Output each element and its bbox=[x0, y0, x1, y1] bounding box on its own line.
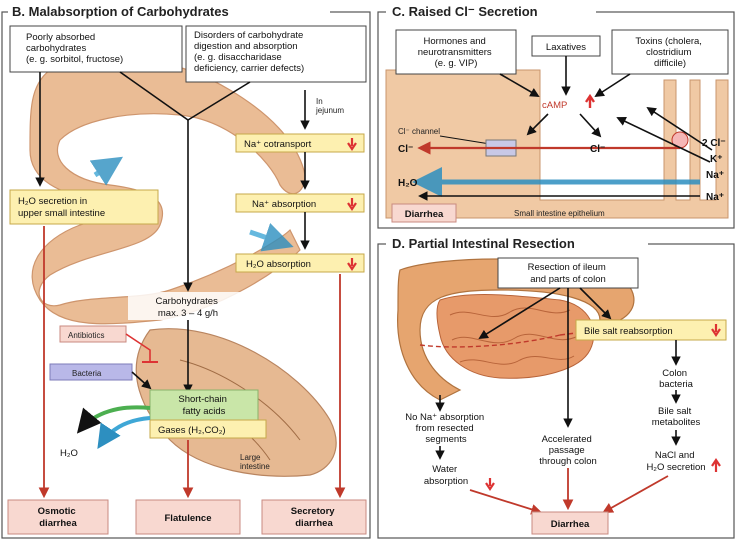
gases-text: Gases (H₂,CO₂) bbox=[158, 425, 226, 436]
na-cotransport-text: Na⁺ cotransport bbox=[244, 139, 312, 150]
water-arrow-icon bbox=[100, 418, 150, 445]
water-absorption-text: Water absorption bbox=[424, 464, 468, 487]
cl-right-text: 2 Cl⁻ bbox=[702, 138, 726, 149]
camp-cl-arrow bbox=[580, 114, 600, 136]
antibiotics-text: Antibiotics bbox=[68, 331, 104, 340]
secretory-diarrhea-text: Secretory diarrhea bbox=[291, 506, 337, 529]
h2o-absorption-text: H₂O absorption bbox=[246, 259, 311, 270]
diarrhea-d-text: Diarrhea bbox=[551, 519, 590, 530]
na-bottom-text: Na⁺ bbox=[706, 192, 724, 203]
na-right-text: Na⁺ bbox=[706, 170, 724, 181]
accelerated-text: Accelerated passage through colon bbox=[539, 434, 597, 467]
epithelium-text: Small intestine epithelium bbox=[514, 209, 605, 218]
nacl-secretion-text: NaCl and H₂O secretion bbox=[646, 450, 705, 473]
h2o-label: H₂O bbox=[60, 448, 78, 459]
panel-d: D. Partial Intestinal Resection Resectio… bbox=[378, 236, 734, 538]
panel-d-title: D. Partial Intestinal Resection bbox=[392, 236, 575, 251]
in-jejunum-text: In jejunum bbox=[315, 97, 344, 115]
cl-mid-text: Cl⁻ bbox=[590, 144, 605, 155]
panel-b-title: B. Malabsorption of Carbohydrates bbox=[12, 4, 229, 19]
no-na-text: No Na⁺ absorption from resected segments bbox=[405, 412, 487, 445]
bile-metabolites-text: Bile salt metabolites bbox=[652, 406, 701, 428]
k-text: K⁺ bbox=[710, 154, 723, 165]
bacteria-text: Bacteria bbox=[72, 369, 102, 378]
h2o-text: H₂O bbox=[398, 178, 418, 189]
small-intestine-loops bbox=[437, 295, 594, 379]
to-diarrhea-arrow bbox=[470, 490, 540, 512]
resection-text: Resection of ileum and parts of colon bbox=[528, 262, 609, 285]
carbohydrates-text: Carbohydrates max. 3 – 4 g/h bbox=[156, 296, 221, 319]
small-intestine-shape bbox=[30, 55, 305, 324]
camp-text: cAMP bbox=[542, 100, 567, 111]
toxins-arrow bbox=[596, 74, 630, 96]
na-absorption-text: Na⁺ absorption bbox=[252, 199, 316, 210]
osmotic-diarrhea-text: Osmotic diarrhea bbox=[38, 506, 79, 529]
cl-left-text: Cl⁻ bbox=[398, 144, 413, 155]
panel-b: B. Malabsorption of Carbohydrates Poorly… bbox=[2, 4, 370, 538]
up-arrow-red-icon bbox=[712, 460, 720, 472]
flatulence-text: Flatulence bbox=[165, 513, 212, 524]
short-chain-text: Short-chain fatty acids bbox=[178, 394, 229, 417]
diarrhea-c-text: Diarrhea bbox=[405, 209, 444, 220]
cl-channel-text: Cl⁻ channel bbox=[398, 127, 440, 136]
down-arrow-red-icon bbox=[486, 478, 494, 489]
bile-reabsorption-text: Bile salt reabsorption bbox=[584, 326, 673, 337]
panel-c-title: C. Raised Cl⁻ Secretion bbox=[392, 4, 538, 19]
panel-c: C. Raised Cl⁻ Secretion Hormones and neu… bbox=[378, 4, 734, 228]
to-diarrhea-arrow bbox=[604, 476, 668, 512]
laxatives-text: Laxatives bbox=[546, 42, 586, 53]
water-arrow-icon bbox=[95, 160, 118, 175]
up-arrow-red-icon bbox=[586, 96, 594, 108]
colon-bacteria-text: Colon bacteria bbox=[659, 368, 694, 390]
